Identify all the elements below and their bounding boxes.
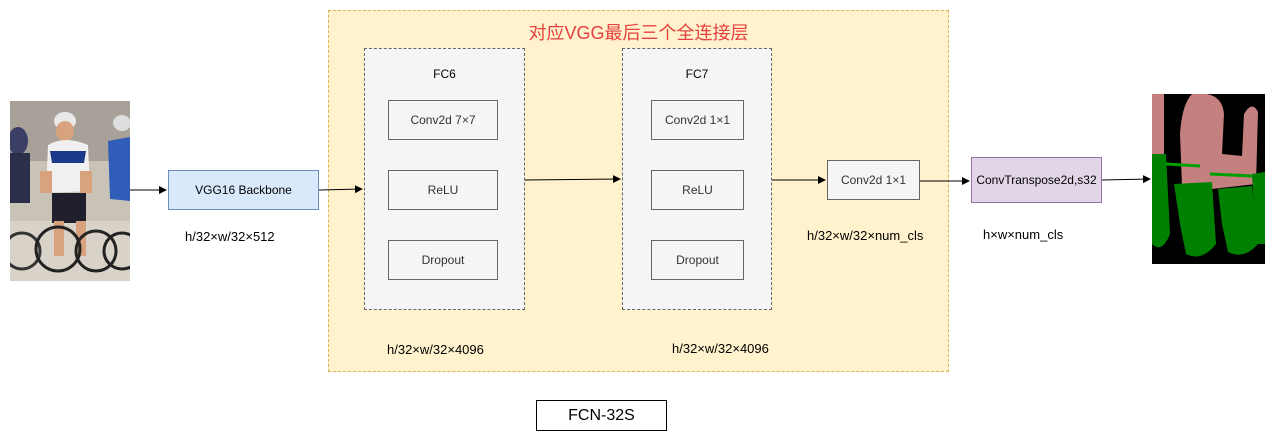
fc6-relu-box: ReLU (388, 170, 498, 210)
backbone-output-shape: h/32×w/32×512 (185, 229, 275, 244)
fc6-dropout-box: Dropout (388, 240, 498, 280)
diagram-caption: FCN-32S (536, 400, 667, 431)
classifier-conv-box: Conv2d 1×1 (827, 160, 920, 200)
arrow-upsample-to-output (1101, 175, 1151, 184)
classifier-output-shape: h/32×w/32×num_cls (807, 228, 924, 243)
conv-transpose-box: ConvTranspose2d,s32 (971, 157, 1102, 203)
upsample-output-shape: h×w×num_cls (983, 227, 1064, 242)
arrow-fc6-to-fc7 (524, 175, 621, 184)
vgg16-backbone-box: VGG16 Backbone (168, 170, 319, 210)
fc6-conv-box: Conv2d 7×7 (388, 100, 498, 140)
fc6-output-shape: h/32×w/32×4096 (387, 342, 484, 357)
fc6-title: FC6 (433, 67, 456, 81)
fc7-title: FC7 (685, 67, 709, 81)
arrow-backbone-to-fc6 (318, 185, 363, 194)
fc7-relu-box: ReLU (651, 170, 744, 210)
fc7-output-shape: h/32×w/32×4096 (672, 341, 769, 356)
output-segmentation-mask (1152, 93, 1265, 264)
fc7-dropout-box: Dropout (651, 240, 744, 280)
region-title: 对应VGG最后三个全连接层 (528, 23, 749, 43)
fc7-conv-box: Conv2d 1×1 (651, 100, 744, 140)
